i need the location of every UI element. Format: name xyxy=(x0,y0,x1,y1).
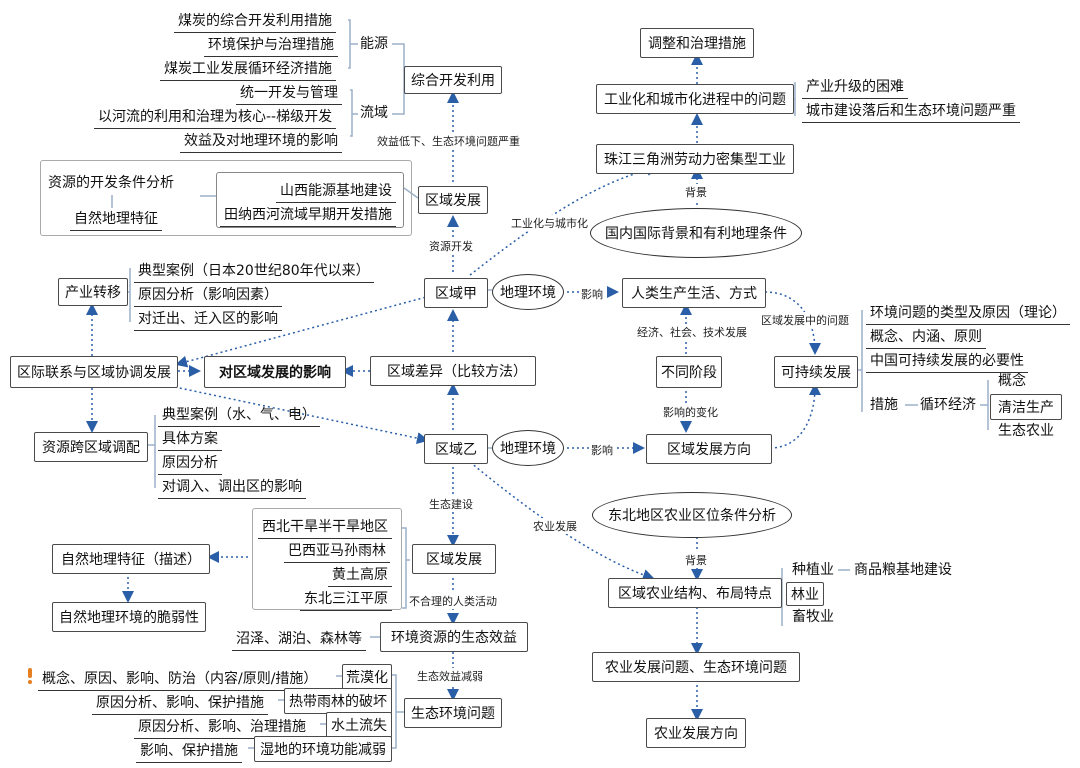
tennessee-node[interactable]: 田纳西河流域早期开发措施 xyxy=(220,204,396,227)
river-cascade-node[interactable]: 以河流的利用和治理为核心--梯级开发 xyxy=(94,106,337,129)
regional-diff-node[interactable]: 区域差异（比较方法） xyxy=(370,356,536,386)
domestic-bg-node[interactable]: 国内国际背景和有利地理条件 xyxy=(590,208,802,258)
international-node[interactable]: 区际联系与区域协调发展 xyxy=(10,356,178,388)
amazon-node[interactable]: 巴西亚马孙雨林 xyxy=(284,540,390,563)
industry-transfer-node[interactable]: 产业转移 xyxy=(58,278,128,306)
natural-features-node[interactable]: 自然地理特征 xyxy=(70,208,162,231)
sustainable-node[interactable]: 可持续发展 xyxy=(774,356,858,388)
edge-label-background-bottom: 背景 xyxy=(684,552,708,568)
industrialization-node[interactable]: 工业化和城市化进程中的问题 xyxy=(596,84,794,114)
eco-benefit-node[interactable]: 环境资源的生态效益 xyxy=(380,622,528,652)
eco-problems-node[interactable]: 生态环境问题 xyxy=(404,698,502,728)
impact-in-out-node[interactable]: 对迁出、迁入区的影响 xyxy=(134,308,282,331)
desertification-node[interactable]: 荒漠化 xyxy=(342,664,392,690)
comprehensive-use-node[interactable]: 综合开发利用 xyxy=(404,66,502,94)
geo-env-a-node[interactable]: 地理环境 xyxy=(492,274,564,310)
edge-label-background-top: 背景 xyxy=(684,184,708,200)
rainforest-node[interactable]: 热带雨林的破坏 xyxy=(284,688,392,714)
agri-direction-node[interactable]: 农业发展方向 xyxy=(646,718,746,748)
shanxi-base-node[interactable]: 山西能源基地建设 xyxy=(276,180,396,203)
desert-items-node[interactable]: 概念、原因、影响、防治（内容/原则/措施） xyxy=(38,668,322,691)
northwest-node[interactable]: 西北干旱半干旱地区 xyxy=(258,516,392,539)
regional-direction-node[interactable]: 区域发展方向 xyxy=(646,434,772,464)
natural-describe-node[interactable]: 自然地理特征（描述） xyxy=(52,544,210,574)
impact-regional-node[interactable]: 对区域发展的影响 xyxy=(204,356,346,388)
agri-structure-node[interactable]: 区域农业结构、布局特点 xyxy=(608,578,782,608)
different-stages-node[interactable]: 不同阶段 xyxy=(656,356,722,388)
erosion-node[interactable]: 水土流失 xyxy=(326,712,392,738)
edge-label-low-benefit: 效益低下、生态环境问题严重 xyxy=(376,133,521,149)
agri-problems-node[interactable]: 农业发展问题、生态环境问题 xyxy=(592,652,800,682)
measures-label[interactable]: 措施 xyxy=(870,397,898,413)
adjust-node[interactable]: 调整和治理措施 xyxy=(640,28,754,58)
env-protection-node[interactable]: 环境保护与治理措施 xyxy=(204,34,338,57)
wetland-items-node[interactable]: 影响、保护措施 xyxy=(136,740,242,763)
loess-node[interactable]: 黄土高原 xyxy=(328,564,392,587)
concrete-plan-node[interactable]: 具体方案 xyxy=(158,428,222,451)
wetland-loss-node[interactable]: 湿地的环境功能减弱 xyxy=(254,736,392,762)
sanjiang-node[interactable]: 东北三江平原 xyxy=(300,588,392,611)
erosion-items-node[interactable]: 原因分析、影响、治理措施 xyxy=(134,716,310,739)
cause-analysis-node[interactable]: 原因分析 xyxy=(158,452,222,475)
wetlands-node[interactable]: 沼泽、湖泊、森林等 xyxy=(232,628,366,651)
resource-frame xyxy=(40,160,412,236)
shanxi-frame xyxy=(216,172,404,228)
eco-agriculture-label[interactable]: 生态农业 xyxy=(998,423,1054,439)
livestock-label[interactable]: 畜牧业 xyxy=(792,609,834,625)
edge-label-eco-construction: 生态建设 xyxy=(428,496,474,512)
forestry-node[interactable]: 林业 xyxy=(786,582,824,606)
energy-label[interactable]: 能源 xyxy=(360,36,388,52)
edge-label-agri-dev: 农业发展 xyxy=(532,518,578,534)
regional-dev-mid-node[interactable]: 区域发展 xyxy=(412,544,496,574)
resource-conditions-node[interactable]: 资源的开发条件分析 xyxy=(48,175,174,191)
impact-out-in-node[interactable]: 对调入、调出区的影响 xyxy=(158,476,306,499)
edge-label-irrational: 不合理的人类活动 xyxy=(408,593,498,609)
edge-label-eco-reduce: 生态效益减弱 xyxy=(416,668,484,684)
edge-label-regional-problems: 区域发展中的问题 xyxy=(760,312,850,328)
china-necessity-node[interactable]: 中国可持续发展的必要性 xyxy=(866,350,1028,373)
regional-dev-top-node[interactable]: 区域发展 xyxy=(418,186,488,214)
resource-transfer-node[interactable]: 资源跨区域调配 xyxy=(34,432,148,462)
region-a-node[interactable]: 区域甲 xyxy=(424,278,488,308)
rainforest-items-node[interactable]: 原因分析、影响、保护措施 xyxy=(92,692,268,715)
env-types-node[interactable]: 环境问题的类型及原因（理论） xyxy=(866,302,1070,325)
edge-label-resource-dev: 资源开发 xyxy=(428,238,474,254)
edge-label-influence-b: 影响 xyxy=(590,442,614,458)
region-b-node[interactable]: 区域乙 xyxy=(424,434,488,464)
concept-label[interactable]: 概念 xyxy=(998,373,1026,389)
case-japan-node[interactable]: 典型案例（日本20世纪80年代以来） xyxy=(134,260,374,283)
basin-label[interactable]: 流域 xyxy=(360,105,388,121)
clean-production-node[interactable]: 清洁生产 xyxy=(990,394,1062,420)
geo-env-b-node[interactable]: 地理环境 xyxy=(492,430,564,466)
coal-circular-node[interactable]: 煤炭工业发展循环经济措施 xyxy=(160,58,336,81)
coal-comprehensive-node[interactable]: 煤炭的综合开发利用措施 xyxy=(174,10,336,33)
warning-icon-desert xyxy=(28,668,32,684)
pearl-delta-node[interactable]: 珠江三角洲劳动力密集型工业 xyxy=(596,144,794,174)
fragility-node[interactable]: 自然地理环境的脆弱性 xyxy=(52,602,206,632)
human-activity-node[interactable]: 人类生产生活、方式 xyxy=(622,278,766,308)
benefit-impact-node[interactable]: 效益及对地理环境的影响 xyxy=(180,130,342,153)
unified-dev-node[interactable]: 统一开发与管理 xyxy=(236,82,342,105)
edge-label-influence-a: 影响 xyxy=(580,286,604,302)
circular-economy-label[interactable]: 循环经济 xyxy=(920,397,976,413)
case-water-node[interactable]: 典型案例（水、气、电） xyxy=(158,404,320,427)
upgrade-difficulty-node[interactable]: 产业升级的困难 xyxy=(802,76,908,99)
regions-frame xyxy=(252,508,402,610)
edge-label-industrial-urban: 工业化与城市化 xyxy=(510,215,589,231)
edge-label-influence-change: 影响的变化 xyxy=(662,404,719,420)
ne-agri-node[interactable]: 东北地区农业区位条件分析 xyxy=(592,492,792,538)
grain-base-label[interactable]: 商品粮基地建设 xyxy=(854,562,952,578)
cause-factors-node[interactable]: 原因分析（影响因素） xyxy=(134,284,282,307)
edge-label-econ-social: 经济、社会、技术发展 xyxy=(636,324,748,340)
concept-connotation-node[interactable]: 概念、内涵、原则 xyxy=(866,326,986,349)
planting-label[interactable]: 种植业 xyxy=(792,562,834,578)
urban-lag-node[interactable]: 城市建设落后和生态环境问题严重 xyxy=(802,100,1020,123)
